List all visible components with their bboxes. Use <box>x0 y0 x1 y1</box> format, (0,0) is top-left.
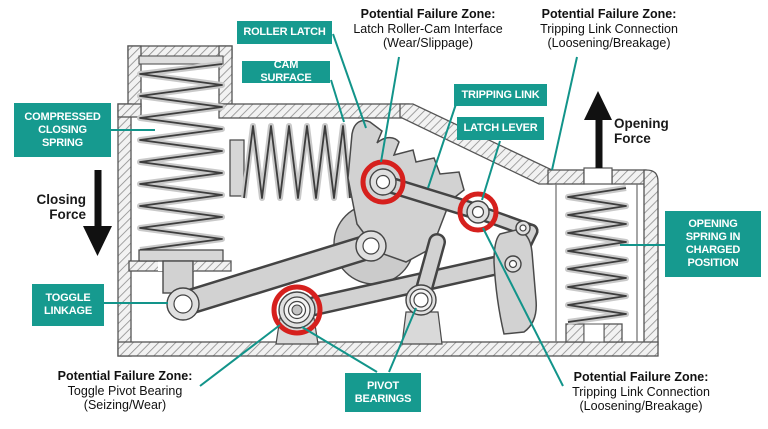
failure-note-mode: (Wear/Slippage) <box>382 36 474 50</box>
failure-circle-toggle-pivot <box>271 284 323 336</box>
failure-note-heading: Potential Failure Zone: <box>360 7 496 21</box>
closing-force-label: Closing Force <box>36 192 87 222</box>
label-pivot-bearings: PIVOT BEARINGS <box>345 373 421 412</box>
pivot-bearings-set <box>166 168 531 329</box>
failure-note-detail: Tripping Link Connection <box>572 384 710 399</box>
label-toggle-linkage: TOGGLE LINKAGE <box>32 284 104 326</box>
leader-lines <box>104 33 665 387</box>
failure-note-mode: (Seizing/Wear) <box>83 398 167 412</box>
failure-note-detail: Toggle Pivot Bearing <box>67 383 183 398</box>
closing-spring <box>137 55 225 262</box>
failure-note-heading: Potential Failure Zone: <box>573 370 709 384</box>
opening-force-label: Opening Force <box>614 116 669 146</box>
failure-note-mode: (Loosening/Breakage) <box>547 36 671 50</box>
opening-force-arrow <box>584 91 612 168</box>
failure-note-detail: Tripping Link Connection <box>540 21 678 36</box>
failure-note-heading: Potential Failure Zone: <box>57 369 193 383</box>
label-latch-lever: LATCH LEVER <box>457 117 544 140</box>
failure-circle-roller-cam <box>360 159 406 205</box>
label-compressed-closing-spring: COMPRESSED CLOSING SPRING <box>14 103 111 157</box>
failure-note-heading: Potential Failure Zone: <box>541 7 677 21</box>
label-cam-surface: CAM SURFACE <box>242 59 330 84</box>
failure-note-mode: (Loosening/Breakage) <box>579 399 703 413</box>
opening-spring <box>565 185 629 325</box>
label-opening-spring: OPENING SPRING IN CHARGED POSITION <box>665 211 761 277</box>
failure-circle-tripping-link <box>457 191 499 233</box>
latch-lever-foot <box>493 229 537 335</box>
label-tripping-link: TRIPPING LINK <box>454 84 547 106</box>
failure-note-bottom-left: Potential Failure Zone: Toggle Pivot Bea… <box>40 369 210 413</box>
horizontal-cam-spring <box>229 123 353 201</box>
closing-force-arrow <box>83 170 112 256</box>
failure-note-detail: Latch Roller-Cam Interface <box>353 21 503 36</box>
failure-note-bottom-right: Potential Failure Zone: Tripping Link Co… <box>556 370 726 414</box>
failure-note-top-center: Potential Failure Zone: Latch Roller-Cam… <box>343 7 513 51</box>
label-roller-latch: ROLLER LATCH <box>237 21 332 44</box>
failure-note-top-right: Potential Failure Zone: Tripping Link Co… <box>524 7 694 51</box>
